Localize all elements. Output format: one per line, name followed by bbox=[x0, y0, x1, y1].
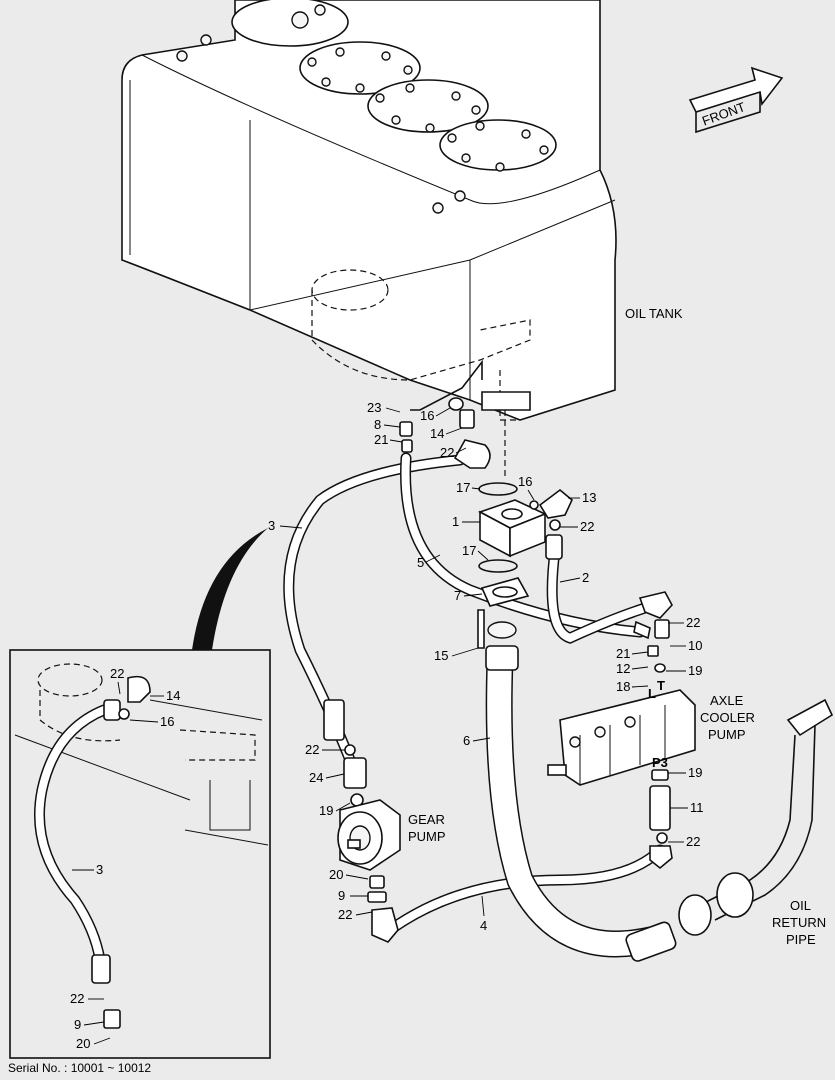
axle-cooler-pump-label-3: PUMP bbox=[708, 727, 746, 742]
axle-cooler-pump bbox=[547, 689, 696, 786]
callout-22c: 22 bbox=[686, 615, 700, 630]
callout-20: 20 bbox=[329, 867, 343, 882]
oil-return-pipe-label-3: PIPE bbox=[786, 932, 816, 947]
callout-19b: 19 bbox=[319, 803, 333, 818]
callout-16: 16 bbox=[420, 408, 434, 423]
oil-tank-label: OIL TANK bbox=[625, 306, 683, 321]
callout-17: 17 bbox=[456, 480, 470, 495]
port-p3-label: P3 bbox=[652, 755, 668, 770]
callout-23: 23 bbox=[367, 400, 381, 415]
inset-callout-14: 14 bbox=[166, 688, 180, 703]
gear-pump-label-1: GEAR bbox=[408, 812, 445, 827]
axle-cooler-pump-label-1: AXLE bbox=[710, 693, 744, 708]
callout-22b: 22 bbox=[580, 519, 594, 534]
inset-callout-3: 3 bbox=[96, 862, 103, 877]
fittings bbox=[323, 397, 673, 943]
callout-6: 6 bbox=[463, 733, 470, 748]
callout-1: 1 bbox=[452, 514, 459, 529]
callout-10: 10 bbox=[688, 638, 702, 653]
callout-11: 11 bbox=[690, 800, 704, 815]
oil-return-pipe-label-2: RETURN bbox=[772, 915, 826, 930]
callout-2: 2 bbox=[582, 570, 589, 585]
axle-cooler-pump-label-2: COOLER bbox=[700, 710, 755, 725]
callout-19: 19 bbox=[688, 663, 702, 678]
serial-number: Serial No. : 10001 ~ 10012 bbox=[8, 1061, 151, 1075]
callout-4: 4 bbox=[480, 918, 487, 933]
callout-17b: 17 bbox=[462, 543, 476, 558]
hoses bbox=[283, 452, 666, 958]
front-arrow: FRONT bbox=[688, 66, 784, 134]
inset-callout-9: 9 bbox=[74, 1017, 81, 1032]
callout-9: 9 bbox=[338, 888, 345, 903]
callout-15: 15 bbox=[434, 648, 448, 663]
callouts: 23 8 21 16 14 22 17 16 13 1 22 17 5 2 3 … bbox=[70, 400, 704, 1051]
callout-21b: 21 bbox=[616, 646, 630, 661]
port-l-label: L bbox=[648, 686, 656, 701]
inset-callout-22b: 22 bbox=[70, 991, 84, 1006]
oil-return-pipe bbox=[625, 698, 834, 962]
callout-24: 24 bbox=[309, 770, 323, 785]
callout-16b: 16 bbox=[518, 474, 532, 489]
callout-22: 22 bbox=[440, 445, 454, 460]
callout-14: 14 bbox=[430, 426, 444, 441]
callout-5: 5 bbox=[417, 555, 424, 570]
callout-22f: 22 bbox=[338, 907, 352, 922]
gear-pump-label-2: PUMP bbox=[408, 829, 446, 844]
callout-22d: 22 bbox=[305, 742, 319, 757]
gear-pump bbox=[337, 799, 401, 871]
callout-18: 18 bbox=[616, 679, 630, 694]
oil-tank bbox=[121, 0, 617, 480]
callout-13: 13 bbox=[582, 490, 596, 505]
callout-8: 8 bbox=[374, 417, 381, 432]
callout-21: 21 bbox=[374, 432, 388, 447]
labels: OIL TANK AXLE COOLER PUMP GEAR PUMP OIL … bbox=[8, 306, 826, 1075]
inset-callout-16: 16 bbox=[160, 714, 174, 729]
port-t-label: T bbox=[657, 678, 665, 693]
inset-detail bbox=[9, 528, 271, 1059]
callout-7: 7 bbox=[454, 588, 461, 603]
inset-callout-20: 20 bbox=[76, 1036, 90, 1051]
callout-12: 12 bbox=[616, 661, 630, 676]
callout-19c: 19 bbox=[688, 765, 702, 780]
callout-3: 3 bbox=[268, 518, 275, 533]
callout-22e: 22 bbox=[686, 834, 700, 849]
oil-return-pipe-label-1: OIL bbox=[790, 898, 811, 913]
inset-callout-22a: 22 bbox=[110, 666, 124, 681]
